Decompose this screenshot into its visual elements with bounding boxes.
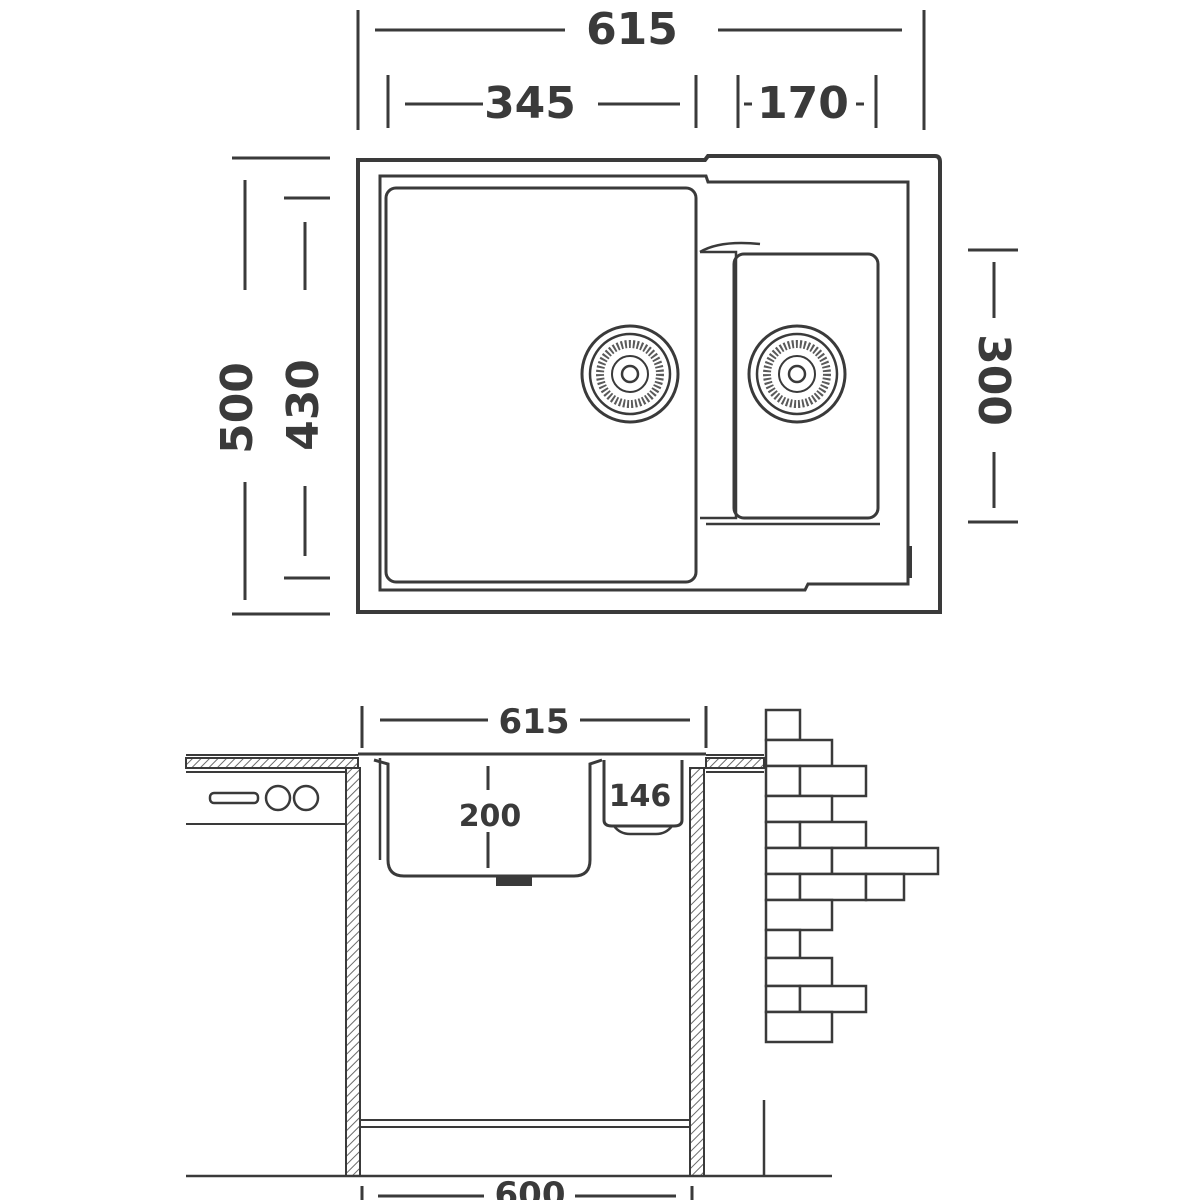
overall-depth-label: 500	[212, 362, 263, 454]
worktop-right	[705, 754, 765, 773]
small-bowl-height-label: 146	[609, 779, 672, 814]
sink-section: 200 146	[358, 752, 706, 886]
cabinet-wall-left	[345, 767, 361, 1177]
top-view: 615 345 170	[212, 4, 1019, 616]
small-bowl-width-dimension: 170	[736, 75, 878, 129]
main-bowl-drain	[580, 324, 680, 424]
drawer-handle	[208, 791, 260, 805]
small-bowl-depth-label: 300	[968, 334, 1019, 426]
sink-top-outline	[356, 154, 942, 614]
side-view: 615	[185, 702, 940, 1200]
small-bowl-drain	[747, 324, 847, 424]
main-bowl-height-label: 200	[459, 799, 522, 834]
side-width-dimension: 615	[360, 702, 708, 748]
cabinet-width-dimension: 600	[360, 1175, 694, 1200]
main-bowl-width-dimension: 345	[386, 75, 698, 129]
main-bowl	[384, 186, 698, 584]
knob-left	[264, 784, 292, 812]
top-width-label: 615	[586, 4, 678, 55]
cabinet-walls	[186, 767, 832, 1178]
knob-right	[292, 784, 320, 812]
top-width-dimension: 615	[356, 4, 926, 130]
cabinet-wall-right	[689, 767, 705, 1177]
small-bowl-width-label: 170	[757, 78, 849, 129]
bowl-depth-label: 430	[278, 359, 329, 451]
small-bowl-depth-dimension: 300	[968, 248, 1019, 524]
overall-depth-dimension: 500	[212, 156, 330, 616]
bowl-depth-dimension: 430	[278, 196, 330, 580]
side-width-label: 615	[499, 702, 570, 742]
cabinet-width-label: 600	[495, 1175, 566, 1200]
small-bowl	[732, 252, 880, 520]
main-bowl-drain-side	[496, 876, 532, 886]
brick-wall	[764, 708, 940, 1044]
main-bowl-width-label: 345	[484, 78, 576, 129]
worktop-left	[185, 754, 359, 825]
